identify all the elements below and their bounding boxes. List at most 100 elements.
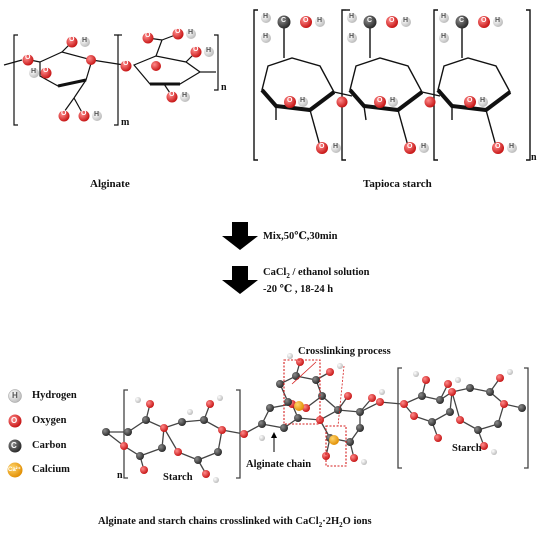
alg-o-7: O [145,32,151,39]
starch-bracket-left [253,9,258,161]
step-2-label: CaCl2 / ethanol solution -20 ℃ , 18-24 h [263,266,370,296]
caption-sub: 2 [318,521,323,530]
legend-oxygen: Oxygen [32,415,67,426]
legend-oxygen-icon [8,414,22,428]
starch-bracket-right [526,9,531,161]
alg-h-4: H [188,29,194,36]
alginate-label: Alginate [90,178,130,190]
legend-o-letter: O [11,416,18,425]
alginate-bracket-right [214,34,219,91]
st-h-c3: H [441,33,447,40]
hydrogen-atom [80,37,90,47]
step-2-line1-pre: CaCl [263,267,287,278]
alg-o-8: O [175,28,181,35]
legend-calcium-icon [7,462,23,478]
st-h-a4: H [300,97,306,104]
legend-h-letter: H [12,391,18,400]
st-h-a3: H [263,33,269,40]
starch-right-label: Starch [452,443,482,454]
hydrogen-atom [204,47,214,57]
st-h-a1: H [263,13,269,20]
hydrogen-atom [331,143,341,153]
st-h-b5: H [421,143,427,150]
hydrogen-atom [439,13,449,23]
alg-o-5: O [81,110,87,117]
hydrogen-atom [261,33,271,43]
step-2-line1-sub: 2 [286,272,290,281]
alg-o-1: O [25,54,31,61]
legend-c-letter: C [11,441,17,450]
st-o-b2: O [377,97,383,104]
st-o-a2: O [287,97,293,104]
alginate-bracket-left [13,34,18,126]
starch-atoms [261,13,517,154]
st-o-c1: O [481,17,487,24]
oxygen-atom [190,46,202,58]
caption-end: O ions [342,516,372,527]
starch-left-label: Starch [163,472,193,483]
st-h-c2: H [495,17,501,24]
alg-o-10: O [169,91,175,98]
hydrogen-atom [401,17,411,27]
step-2-line1-post: / ethanol solution [289,267,370,278]
alg-h-1: H [82,37,88,44]
hydrogen-atom [347,13,357,23]
oxygen-atom [40,67,52,79]
step-1-label: Mix,50℃,30min [263,231,338,242]
alg-o-3: O [43,67,49,74]
alg-o-4: O [61,110,67,117]
oxygen-atom [151,61,161,71]
alginate-ring-2 [133,55,202,85]
crosslink-box-2 [325,425,347,467]
st-h-b1: H [349,13,355,20]
st-o-b3: O [407,143,413,150]
hydrogen-atom [180,92,190,102]
legend-carbon: Carbon [32,440,67,451]
crosslinking-process-label: Crosslinking process [298,346,391,357]
hydrogen-atom [298,97,308,107]
starch-subscript-n: n [531,152,537,163]
hydrogen-atom [419,143,429,153]
st-h-b4: H [390,97,396,104]
st-h-a2: H [317,17,323,24]
starch-bracket-mid2 [433,9,438,161]
alginate-atoms [22,28,214,122]
oxygen-atom [142,32,154,44]
alginate-subscript-n: n [221,82,227,93]
hydrogen-atom [92,111,102,121]
chain-subscript-n: n [117,470,123,481]
st-h-b2: H [403,17,409,24]
oxygen-atom [284,96,296,108]
carbon-atom [277,15,291,29]
crosslink-box-1 [283,359,321,425]
legend-hydrogen: Hydrogen [32,390,77,401]
st-o-a1: O [303,17,309,24]
legend-hydrogen-icon [8,389,22,403]
st-o-b1: O [389,17,395,24]
st-h-c4: H [480,97,486,104]
legend-ca-letter: Ca²⁺ [8,467,21,473]
carbon-atom [455,15,469,29]
hydrogen-atom [186,29,196,39]
oxygen-atom [22,54,34,66]
alg-o-6: O [123,60,129,67]
hydrogen-atom [315,17,325,27]
alginate-chain-label: Alginate chain [246,459,312,470]
alg-h-5: H [206,47,212,54]
st-c-a: C [281,17,287,24]
oxygen-atom [78,110,90,122]
hydrogen-atom [388,97,398,107]
oxygen-atom [464,96,476,108]
alginate-subscript-m: m [121,117,130,128]
hydrogen-atom [261,13,271,23]
oxygen-atom [386,16,398,28]
oxygen-atom [66,36,78,48]
network-bracket-left [123,389,128,479]
st-o-a3: O [319,143,325,150]
calcium-ion [294,401,304,411]
hydrogen-atom [478,97,488,107]
alginate-structure [3,33,219,126]
oxygen-atom [166,91,178,103]
starch-structure [253,9,531,161]
tapioca-starch-label: Tapioca starch [363,178,432,190]
